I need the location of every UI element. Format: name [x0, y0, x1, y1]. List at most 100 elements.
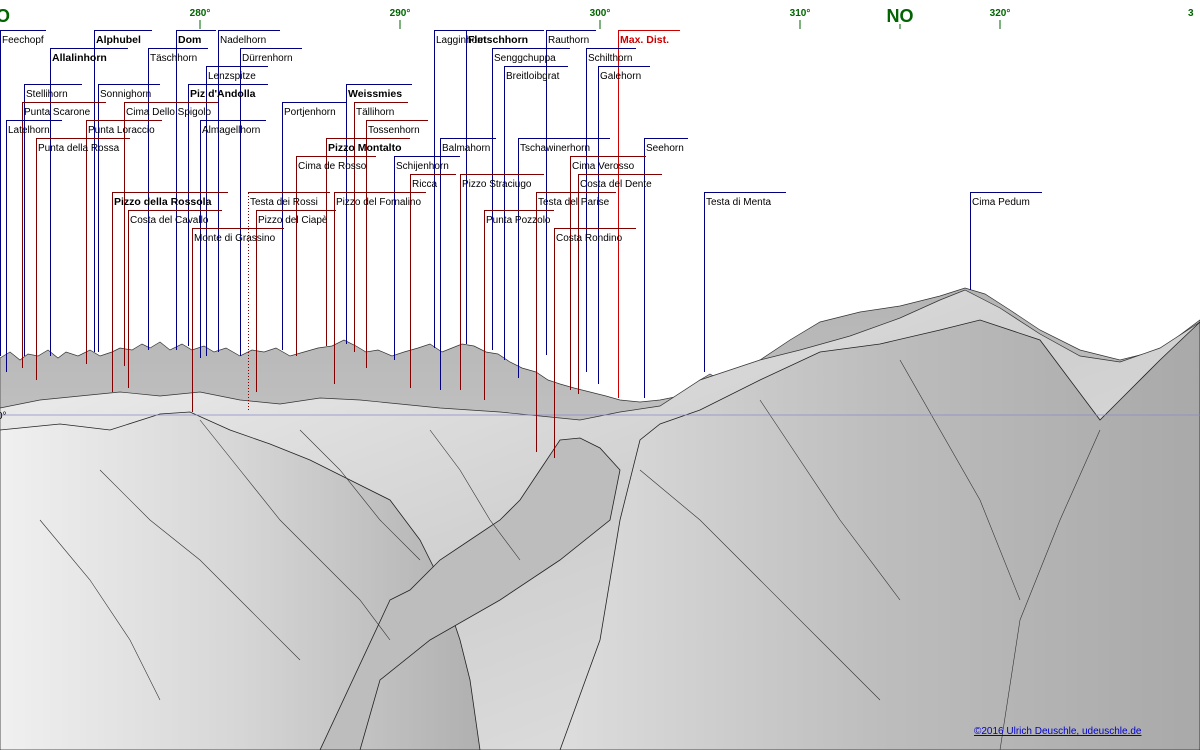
- peak-pizzo-montalto: Pizzo Montalto: [326, 138, 410, 346]
- peak-pizzo-del-fornalino: Pizzo del Fornalino: [334, 192, 426, 384]
- peak-pizzo-straciugo: Pizzo Straciugo: [460, 174, 544, 390]
- peak-name: Monte di Grassino: [194, 233, 276, 244]
- peak-name: Lagginhorn: [436, 35, 486, 46]
- peak-costa-rondino: Costa Rondino: [554, 228, 636, 458]
- copyright-link[interactable]: ©2016 Ulrich Deuschle, udeuschle.de: [974, 726, 1142, 737]
- peak-alphubel: Alphubel: [94, 30, 152, 352]
- peak-name: Balmahorn: [442, 143, 490, 154]
- peak-name: Costa del Dente: [580, 179, 652, 190]
- peak-name: Cima Verosso: [572, 161, 635, 172]
- peak-tschawinerhorn: Tschawinerhorn: [518, 138, 610, 378]
- peak-taschhorn: Täschhorn: [148, 48, 208, 350]
- peak-name: Senggchuppa: [494, 53, 556, 64]
- peak-name: Pizzo Montalto: [328, 142, 402, 154]
- peak-name: Stellihorn: [26, 89, 68, 100]
- peak-allalinhorn: Allalinhorn: [50, 48, 128, 356]
- peak-name: Dürrenhorn: [242, 53, 293, 64]
- peak-punta-scarone: Punta Scarone: [22, 102, 106, 368]
- peak-name: Pizzo della Rossola: [114, 196, 212, 208]
- peak-costa-del-dente: Costa del Dente: [578, 174, 662, 394]
- peak-breitloibgrat: Breitloibgrat: [504, 66, 568, 360]
- peak-fletschhorn: Fletschhorn: [466, 30, 544, 344]
- degree-label: 280°: [190, 8, 211, 19]
- peak-testa-dei-rossi: Testa dei Rossi: [248, 192, 330, 412]
- peak-cima-de-rosso: Cima de Rosso: [296, 156, 376, 356]
- degree-label: 300°: [590, 8, 611, 19]
- peak-senggchuppa: Senggchuppa: [492, 48, 570, 350]
- peak-ricca: Ricca: [410, 174, 456, 388]
- peak-name: Punta Loraccio: [88, 125, 155, 136]
- peak-stellihorn: Stellihorn: [24, 84, 82, 356]
- peak-name: Portjenhorn: [284, 107, 336, 118]
- peak-feechopf: Feechopf: [0, 30, 46, 356]
- peak-name: Pizzo Straciugo: [462, 179, 532, 190]
- peak-max-dist: Max. Dist.: [618, 30, 680, 398]
- peak-portjenhorn: Portjenhorn: [282, 102, 346, 350]
- peak-almagellhorn: Almagellhorn: [200, 120, 266, 358]
- peak-schilthorn: Schilthorn: [586, 48, 636, 372]
- peak-lenzspitze: Lenzspitze: [206, 66, 268, 356]
- peak-dom: Dom: [176, 30, 216, 350]
- peak-tallihorn: Tällihorn: [354, 102, 408, 352]
- peak-name: Latelhorn: [8, 125, 50, 136]
- peak-name: Fletschhorn: [468, 34, 528, 46]
- peak-pizzo-della-rossola: Pizzo della Rossola: [112, 192, 228, 392]
- horizon-label: 0°: [0, 411, 7, 422]
- peak-balmahorn: Balmahorn: [440, 138, 496, 390]
- cardinal-label: NO: [887, 6, 914, 26]
- peak-name: Pizzo del Fornalino: [336, 197, 421, 208]
- peak-name: Nadelhorn: [220, 35, 266, 46]
- peak-punta-della-rossa: Punta della Rossa: [36, 138, 130, 380]
- ridge-details: [39, 359, 1101, 750]
- peak-durrenhorn: Dürrenhorn: [240, 48, 302, 356]
- peak-pizzo-del-ciape: Pizzo del Ciapè: [256, 210, 336, 392]
- peak-name: Almagellhorn: [202, 125, 260, 136]
- peak-name: Punta della Rossa: [38, 143, 120, 154]
- peak-labels: Feechopf Alphubel Dom Nadelhorn LagginhornFl…: [0, 30, 1042, 458]
- peak-schijenhorn: Schijenhorn: [394, 156, 460, 360]
- peak-punta-loraccio: Punta Loraccio: [86, 120, 162, 364]
- peak-cima-verosso: Cima Verosso: [570, 156, 646, 390]
- peak-name: Tällihorn: [356, 107, 394, 118]
- peak-name: Testa del Parise: [538, 197, 610, 208]
- peak-name: Dom: [178, 34, 201, 46]
- peak-weissmies: Weissmies: [346, 84, 412, 344]
- peak-name: Seehorn: [646, 143, 684, 154]
- peak-name: Testa dei Rossi: [250, 197, 318, 208]
- edge-label-right: 3: [1188, 8, 1194, 19]
- peak-name: Galehorn: [600, 71, 641, 82]
- peak-seehorn: Seehorn: [644, 138, 688, 398]
- peak-name: Schilthorn: [588, 53, 632, 64]
- peak-testa-del-parise: Testa del Parise: [536, 192, 616, 452]
- peak-name: Max. Dist.: [620, 34, 669, 46]
- centre-wedge: [319, 437, 621, 750]
- peak-punta-pozzolo: Punta Pozzolo: [484, 210, 554, 400]
- peak-cima-pedum: Cima Pedum: [970, 192, 1042, 290]
- peak-latelhorn: Latelhorn: [6, 120, 62, 372]
- peak-cima-dello-spigolo: Cima Dello Spigolo: [124, 102, 218, 366]
- peak-name: Sonnighorn: [100, 89, 151, 100]
- peak-name: Cima Dello Spigolo: [126, 107, 211, 118]
- peak-name: Tossenhorn: [368, 125, 420, 136]
- peak-name: Cima de Rosso: [298, 161, 367, 172]
- peak-name: Weissmies: [348, 88, 402, 100]
- peak-galehorn: Galehorn: [598, 66, 650, 384]
- edge-label-left: O: [0, 6, 10, 26]
- peak-name: Lenzspitze: [208, 71, 256, 82]
- peak-name: Alphubel: [96, 34, 141, 46]
- peak-tossenhorn: Tossenhorn: [366, 120, 428, 368]
- peak-piz-d-andolla: Piz d'Andolla: [188, 84, 268, 346]
- degree-label: 320°: [990, 8, 1011, 19]
- degree-scale: 280°290°300°310°320°NOO30°: [0, 6, 1194, 422]
- peak-name: Rauthorn: [548, 35, 589, 46]
- right-ridge: [559, 319, 1200, 750]
- peak-name: Allalinhorn: [52, 52, 107, 64]
- peak-monte-di-grassino: Monte di Grassino: [192, 228, 284, 412]
- peak-name: Costa del Cavallo: [130, 215, 209, 226]
- peak-name: Piz d'Andolla: [190, 88, 256, 100]
- peak-name: Cima Pedum: [972, 197, 1030, 208]
- peak-costa-del-cavallo: Costa del Cavallo: [128, 210, 222, 388]
